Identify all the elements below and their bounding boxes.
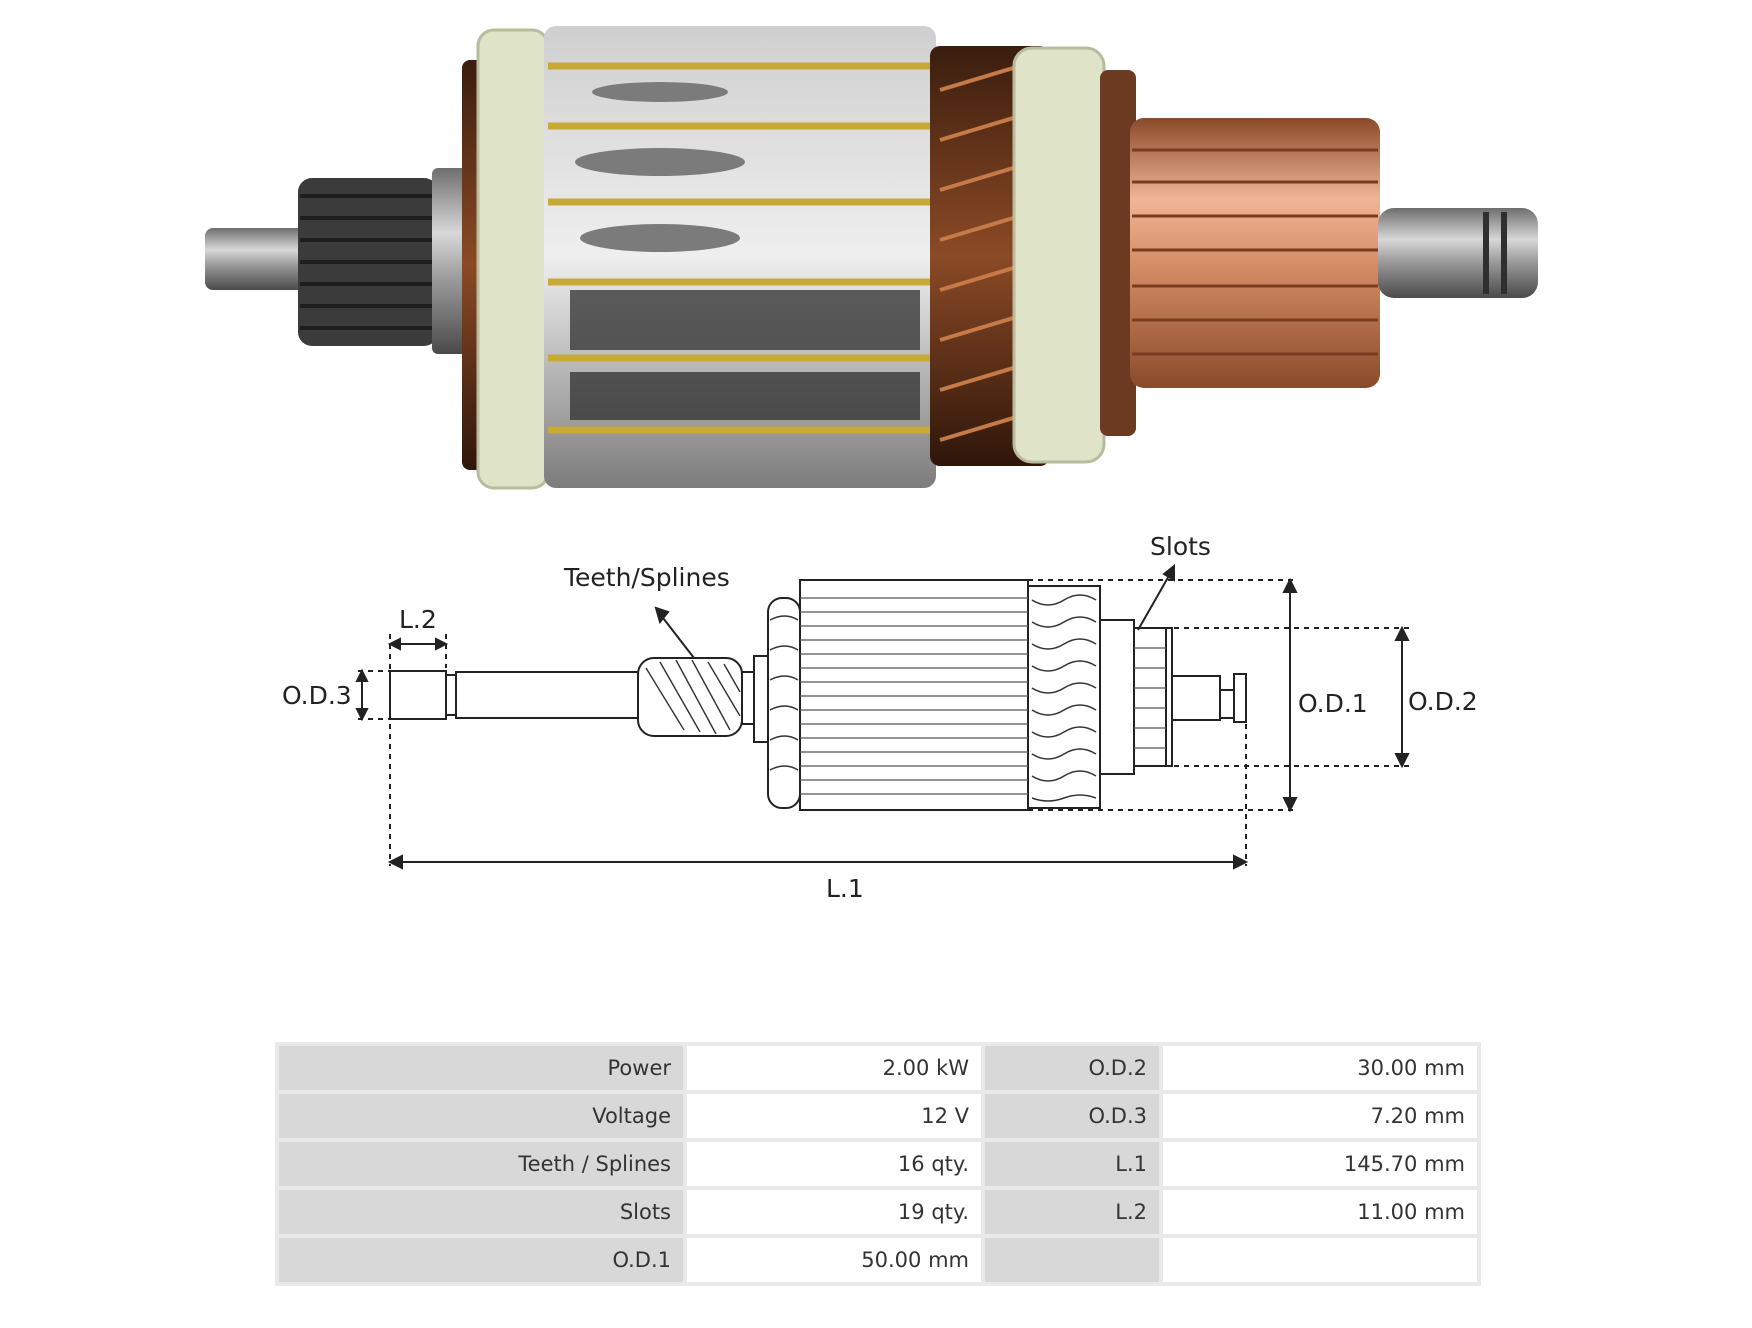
spec-label: L.1 — [985, 1142, 1159, 1186]
photo-right-shaft — [1378, 208, 1538, 298]
photo-core-shadows — [570, 290, 920, 420]
spec-value: 2.00 kW — [687, 1046, 981, 1090]
rear-shaft — [1171, 675, 1221, 721]
photo-commutator-bars — [1132, 148, 1378, 356]
table-row: Voltage 12 V O.D.3 7.20 mm — [279, 1094, 1477, 1138]
spec-label — [985, 1238, 1159, 1282]
commutator-bar-lines — [1134, 647, 1166, 749]
spec-value: 12 V — [687, 1094, 981, 1138]
armature-core — [799, 579, 1029, 811]
table-row: Power 2.00 kW O.D.2 30.00 mm — [279, 1046, 1477, 1090]
spec-value: 50.00 mm — [687, 1238, 981, 1282]
table-row: Teeth / Splines 16 qty. L.1 145.70 mm — [279, 1142, 1477, 1186]
spec-label: Slots — [279, 1190, 683, 1234]
core-shoulder — [753, 655, 769, 743]
specs-table: Power 2.00 kW O.D.2 30.00 mm Voltage 12 … — [275, 1042, 1481, 1286]
shaft-tip — [389, 670, 447, 720]
photo-bearing-collar — [432, 168, 470, 354]
spec-label: Teeth / Splines — [279, 1142, 683, 1186]
commutator — [1099, 619, 1135, 775]
spec-value: 30.00 mm — [1163, 1046, 1477, 1090]
spec-value: 19 qty. — [687, 1190, 981, 1234]
label-od2: O.D.2 — [1408, 687, 1478, 716]
spec-label: O.D.1 — [279, 1238, 683, 1282]
spec-label: O.D.2 — [985, 1046, 1159, 1090]
shaft-step — [445, 674, 457, 716]
spec-label: L.2 — [985, 1190, 1159, 1234]
spec-label: Voltage — [279, 1094, 683, 1138]
rear-shaft-groove — [1219, 689, 1235, 719]
pinion-collar — [741, 671, 755, 725]
core-laminations — [800, 597, 1028, 795]
label-od1: O.D.1 — [1298, 689, 1368, 718]
spec-value — [1163, 1238, 1477, 1282]
label-teeth-splines: Teeth/Splines — [563, 563, 730, 592]
photo-left-shaft — [205, 228, 305, 290]
label-slots: Slots — [1150, 532, 1211, 561]
photo-shaft-grooves — [1483, 212, 1507, 294]
photo-core-slots — [548, 62, 932, 434]
left-winding-strands — [769, 615, 799, 771]
label-od3: O.D.3 — [282, 681, 352, 710]
winding-weave — [1031, 594, 1097, 802]
spec-value: 145.70 mm — [1163, 1142, 1477, 1186]
label-l1: L.1 — [826, 874, 864, 900]
table-row: Slots 19 qty. L.2 11.00 mm — [279, 1190, 1477, 1234]
photo-core-marks — [575, 82, 745, 252]
spec-value: 11.00 mm — [1163, 1190, 1477, 1234]
photo-pinion-teeth — [300, 194, 436, 330]
dimension-arrows — [355, 563, 1410, 870]
label-l2: L.2 — [399, 605, 437, 634]
spec-value: 16 qty. — [687, 1142, 981, 1186]
table-row: O.D.1 50.00 mm — [279, 1238, 1477, 1282]
rear-shaft-end — [1233, 673, 1247, 723]
pinion-helix — [645, 659, 741, 735]
photo-riser — [1100, 70, 1136, 436]
spec-value: 7.20 mm — [1163, 1094, 1477, 1138]
dimension-diagram: Teeth/Splines Slots L.2 O.D.3 O.D.1 O.D.… — [282, 532, 1478, 900]
drive-shaft — [455, 671, 639, 719]
commutator-bars — [1133, 627, 1167, 767]
spec-label: O.D.3 — [985, 1094, 1159, 1138]
armature-photo — [205, 26, 1538, 490]
left-end-winding — [767, 597, 801, 809]
extension-lines — [358, 579, 1412, 866]
spec-label: Power — [279, 1046, 683, 1090]
